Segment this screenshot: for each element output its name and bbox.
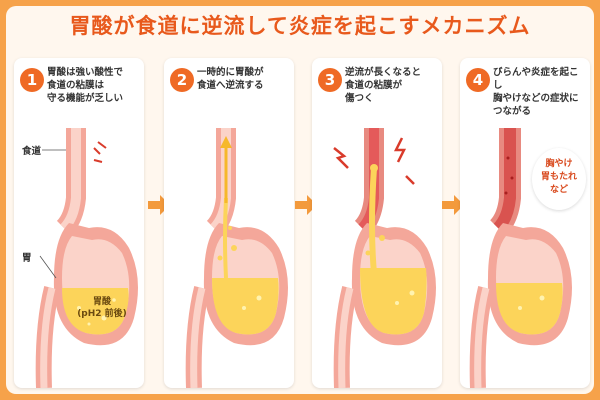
step-number-4: 4	[466, 68, 490, 92]
step-panel-3: 3 逆流が長くなると 食道の粘膜が 傷つく	[312, 58, 442, 388]
step-panel-1: 1 胃酸は強い酸性で 食道の粘膜は 守る機能が乏しい 食道 胃 胃酸 (pH2 …	[14, 58, 144, 388]
stomach-illustration-3	[333, 128, 436, 388]
stomach-illustration-2	[185, 128, 288, 388]
page-title: 胃酸が食道に逆流して炎症を起こすメカニズム	[69, 14, 531, 38]
acid-label: 胃酸 (pH2 前後)	[77, 297, 127, 319]
stomach-illustration-4	[469, 128, 572, 388]
step-text-1: 胃酸は強い酸性で 食道の粘膜は 守る機能が乏しい	[47, 67, 124, 104]
step-text-3: 逆流が長くなると 食道の粘膜が 傷つく	[345, 67, 422, 104]
step-number-1: 1	[20, 68, 44, 92]
esophagus-label: 食道	[22, 146, 42, 157]
stomach-illustration-1	[35, 128, 138, 388]
stomach-label: 胃	[22, 253, 32, 264]
step-number-2: 2	[170, 68, 194, 92]
arrow-icon-2	[295, 195, 317, 215]
step-panel-2: 2 一時的に胃酸が 食道へ逆流する	[164, 58, 294, 388]
symptom-text: 胸やけ 胃もたれ など	[540, 159, 577, 195]
step-text-4: びらんや炎症を起こし 胸やけなどの症状に つながる	[493, 67, 579, 117]
symptom-bubble	[532, 148, 586, 210]
step-panel-4: 4 びらんや炎症を起こし 胸やけなどの症状に つながる	[460, 58, 590, 388]
arrow-icon-3	[442, 195, 464, 215]
step-text-2: 一時的に胃酸が 食道へ逆流する	[197, 67, 264, 91]
step-number-3: 3	[318, 68, 342, 92]
